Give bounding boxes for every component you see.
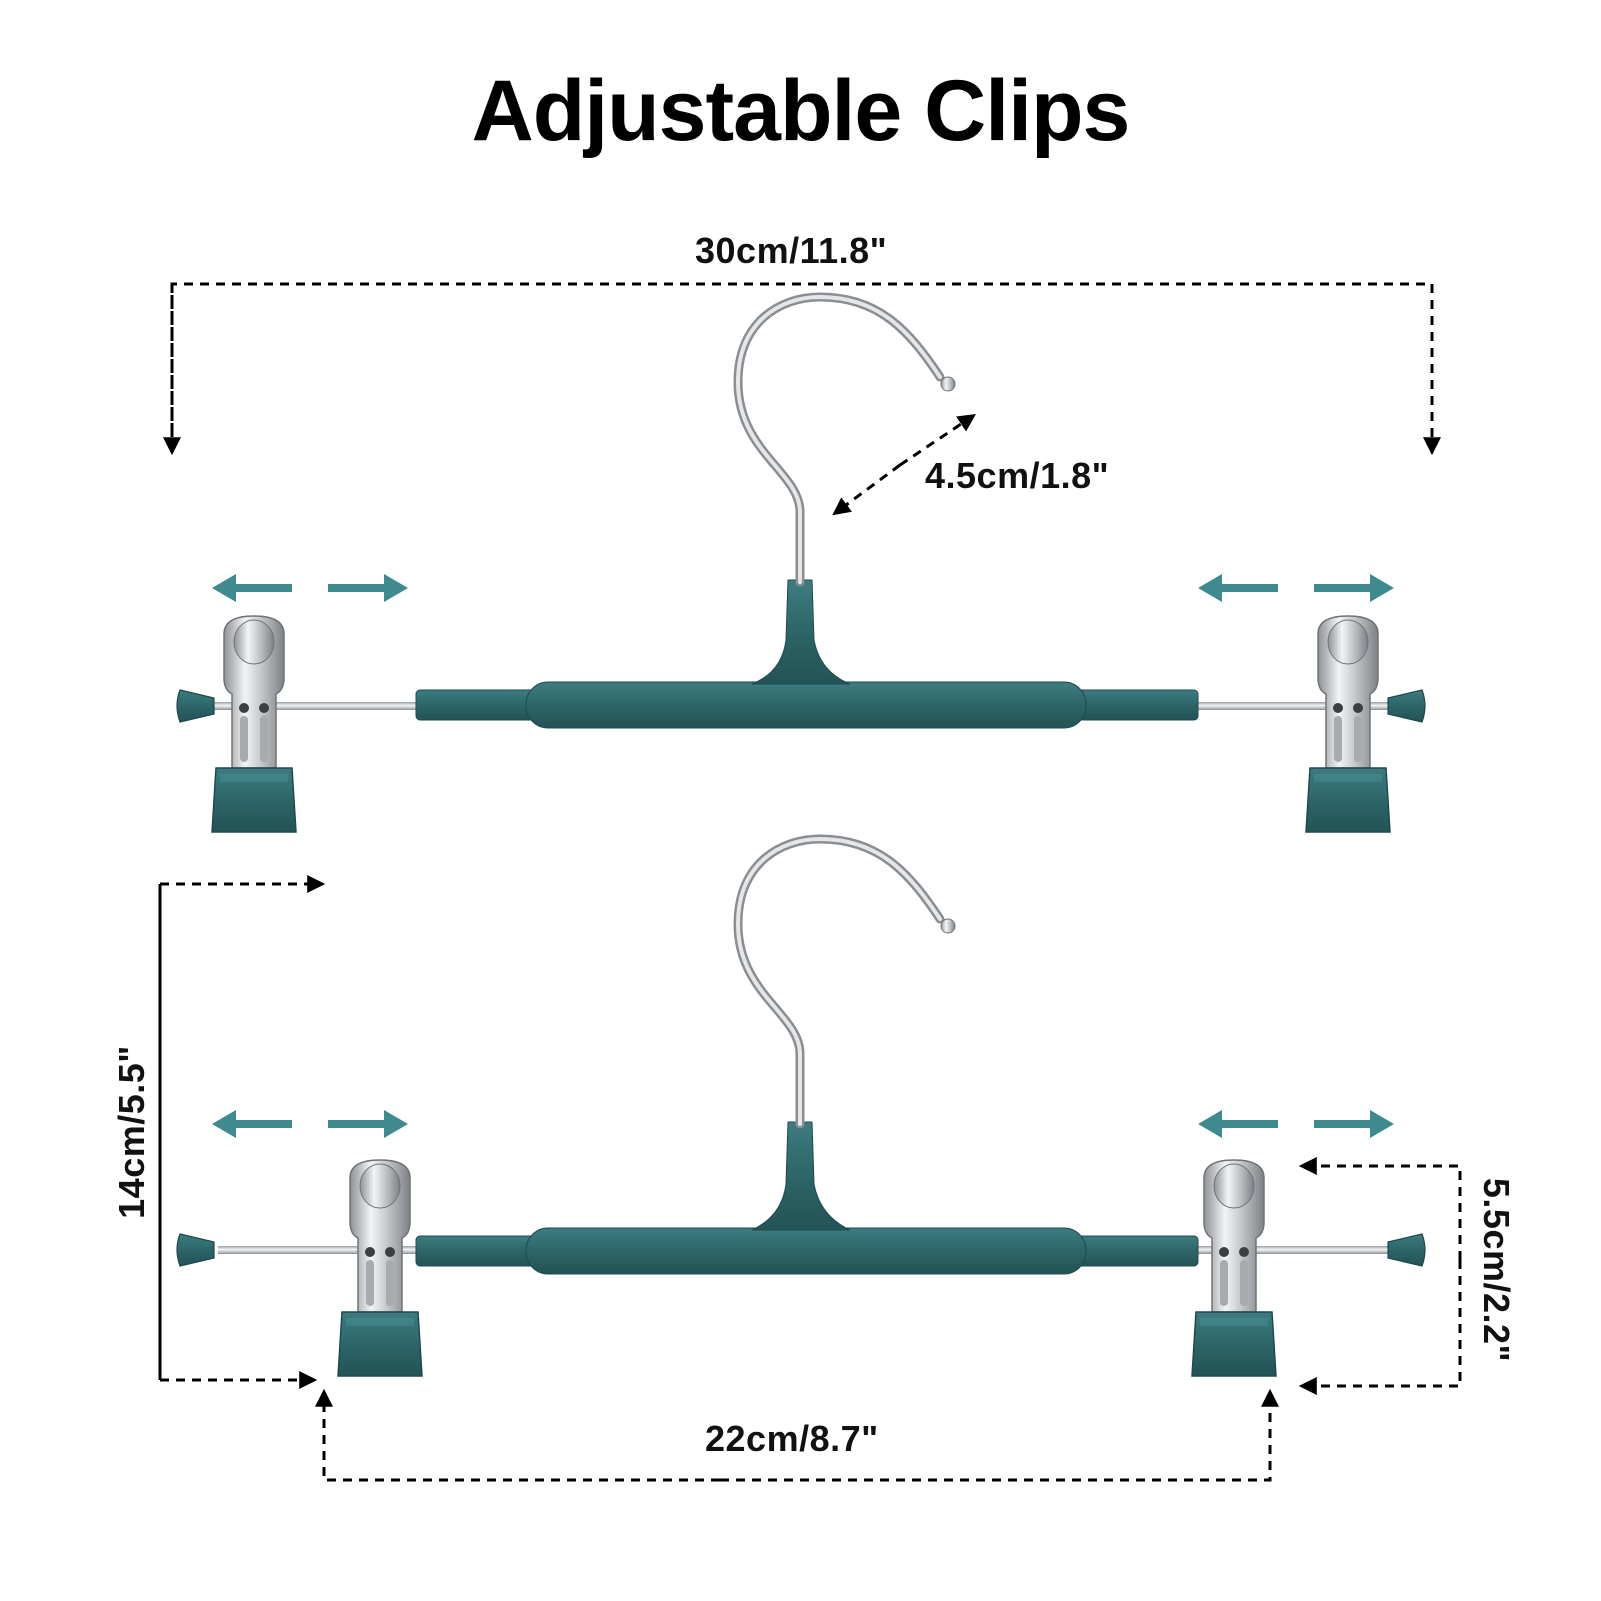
bottom-right-clip bbox=[1191, 1159, 1277, 1377]
hook-size-line bbox=[899, 413, 976, 467]
bottom-hanger bbox=[176, 839, 1426, 1377]
hanger-height-line bbox=[158, 875, 326, 1380]
overall-width-line bbox=[170, 282, 1441, 456]
clip-height-line bbox=[1298, 1157, 1462, 1260]
bottom-left-clip bbox=[337, 1159, 423, 1377]
clip-spacing-line bbox=[315, 1388, 720, 1482]
clip-spacing-label: 22cm/8.7" bbox=[705, 1418, 879, 1459]
page-title: Adjustable Clips bbox=[471, 63, 1131, 159]
top-right-clip bbox=[1305, 615, 1391, 833]
top-hanger bbox=[176, 297, 1426, 833]
hanger-height-label: 14cm/5.5" bbox=[111, 1045, 152, 1219]
adjust-arrows-left bbox=[212, 574, 408, 602]
hook-size-label: 4.5cm/1.8" bbox=[925, 455, 1110, 496]
top-left-clip bbox=[211, 615, 297, 833]
clip-height-label: 5.5cm/2.2" bbox=[1476, 1177, 1517, 1363]
adjust-arrows-right bbox=[1198, 574, 1394, 602]
overall-width-label: 30cm/11.8" bbox=[695, 230, 888, 271]
